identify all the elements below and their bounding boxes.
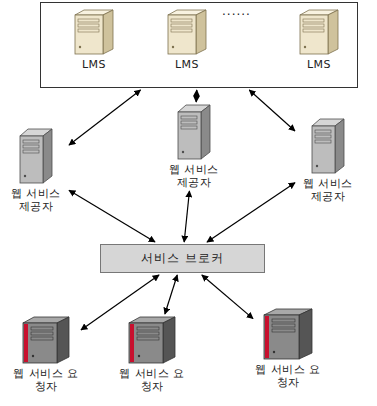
node-label: 웹 서비스 요청자: [255, 363, 321, 389]
lms-server-icon: [299, 9, 339, 55]
web-service-requester: 웹 서비스 요청자: [13, 316, 79, 393]
provider-server-icon: [177, 104, 211, 160]
lms-server: LMS: [161, 9, 213, 71]
connector-arrow: [202, 275, 253, 319]
requester-server-icon: [22, 316, 70, 364]
node-label: 웹 서비스 제공자: [5, 187, 67, 213]
connector-arrow: [184, 191, 189, 242]
web-service-provider: 웹 서비스 제공자: [297, 118, 359, 203]
node-label: LMS: [68, 58, 120, 71]
service-broker-box: 서비스 브로커: [100, 244, 265, 273]
provider-server-icon: [311, 118, 345, 174]
lms-group-box: LMS LMS LMS: [40, 2, 358, 88]
provider-server-icon: [19, 128, 53, 184]
web-service-provider: 웹 서비스 제공자: [5, 128, 67, 213]
connector-arrow: [207, 183, 295, 242]
lms-server: LMS: [293, 9, 345, 71]
web-service-requester: 웹 서비스 요청자: [119, 316, 185, 393]
lms-server-icon: [74, 9, 114, 55]
connector-arrow: [165, 275, 177, 314]
node-label: LMS: [293, 58, 345, 71]
connector-arrow: [69, 90, 141, 145]
node-label: 웹 서비스 제공자: [163, 163, 225, 189]
node-label: 웹 서비스 제공자: [297, 177, 359, 203]
web-service-provider: 웹 서비스 제공자: [163, 104, 225, 189]
ellipsis-label: ......: [222, 4, 251, 18]
web-service-requester: 웹 서비스 요청자: [255, 308, 321, 389]
node-label: 웹 서비스 요청자: [119, 367, 185, 393]
lms-server: LMS: [68, 9, 120, 71]
node-label: 웹 서비스 요청자: [13, 367, 79, 393]
connector-arrow: [249, 90, 295, 131]
connector-arrow: [196, 90, 198, 102]
node-label: LMS: [161, 58, 213, 71]
requester-server-icon: [128, 316, 176, 364]
connector-arrow: [69, 190, 155, 242]
requester-server-icon: [263, 308, 313, 360]
broker-label: 서비스 브로커: [107, 252, 258, 265]
lms-server-icon: [167, 9, 207, 55]
